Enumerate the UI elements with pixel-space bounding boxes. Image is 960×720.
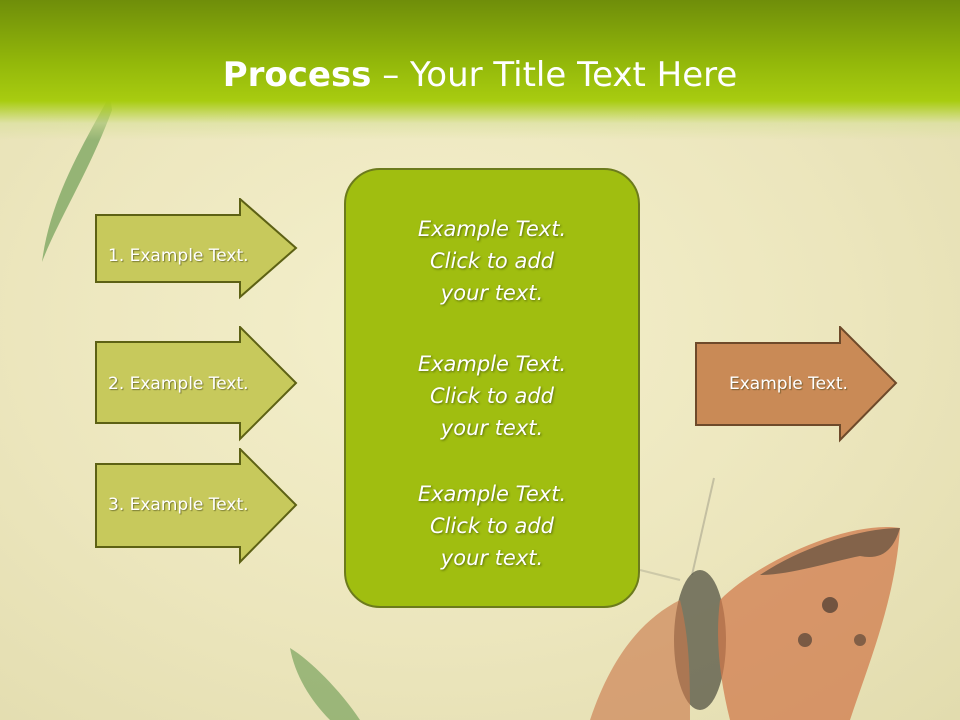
center-paragraph-1-line-2: Click to add bbox=[429, 249, 554, 273]
title-rest: – Your Title Text Here bbox=[371, 55, 738, 95]
input-arrow-1-label: 1. Example Text. bbox=[108, 246, 249, 266]
title-bold: Process bbox=[222, 55, 372, 95]
title-banner bbox=[0, 0, 960, 140]
input-arrow-2-label: 2. Example Text. bbox=[108, 374, 249, 394]
center-paragraph-2-line-3: your text. bbox=[440, 416, 544, 440]
input-arrow-3[interactable] bbox=[94, 448, 300, 566]
center-paragraph-1[interactable]: Example Text. Click to add your text. bbox=[344, 213, 640, 309]
center-paragraph-2[interactable]: Example Text. Click to add your text. bbox=[344, 348, 640, 444]
output-arrow-label: Example Text. bbox=[729, 374, 848, 394]
input-arrow-1[interactable] bbox=[94, 198, 300, 300]
input-arrow-3-label: 3. Example Text. bbox=[108, 495, 249, 515]
center-paragraph-1-line-1: Example Text. bbox=[417, 217, 567, 241]
center-process-box[interactable] bbox=[344, 168, 640, 608]
center-paragraph-3-line-2: Click to add bbox=[429, 514, 554, 538]
center-paragraph-2-line-1: Example Text. bbox=[417, 352, 567, 376]
center-paragraph-3-line-1: Example Text. bbox=[417, 482, 567, 506]
center-paragraph-1-line-3: your text. bbox=[440, 281, 544, 305]
center-paragraph-3[interactable]: Example Text. Click to add your text. bbox=[344, 478, 640, 574]
center-paragraph-3-line-3: your text. bbox=[440, 546, 544, 570]
output-arrow[interactable] bbox=[694, 326, 900, 444]
input-arrow-2[interactable] bbox=[94, 326, 300, 442]
center-paragraph-2-line-2: Click to add bbox=[429, 384, 554, 408]
leaf-bottom bbox=[290, 648, 360, 720]
slide-title[interactable]: Process – Your Title Text Here bbox=[0, 54, 960, 96]
